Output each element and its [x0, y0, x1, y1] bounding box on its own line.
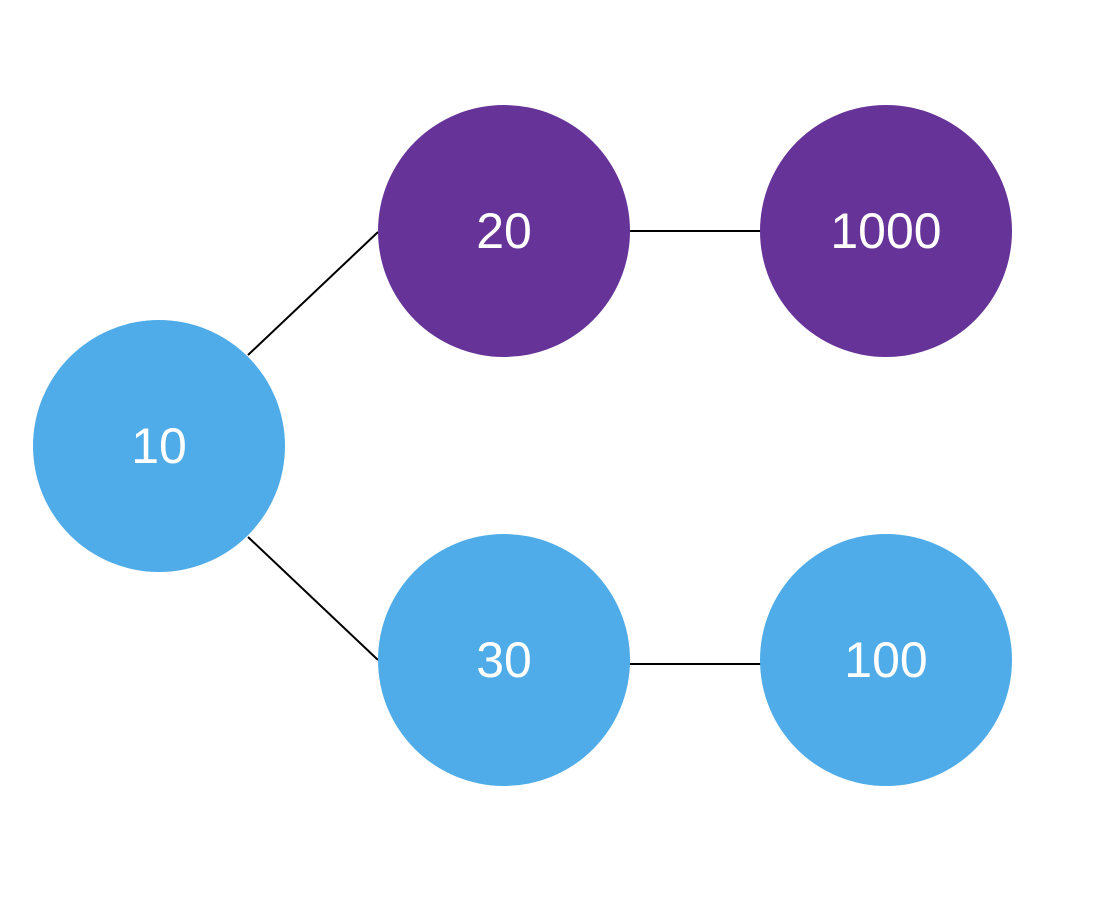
edge-10-30	[247, 536, 379, 661]
node-100-label: 100	[844, 632, 927, 688]
node-10: 10	[33, 320, 285, 572]
node-1000-circle	[760, 105, 1012, 357]
node-1000-label: 1000	[830, 203, 941, 259]
node-30: 30	[378, 534, 630, 786]
node-20-label: 20	[476, 203, 532, 259]
node-100: 100	[760, 534, 1012, 786]
node-100-circle	[760, 534, 1012, 786]
node-30-circle	[378, 534, 630, 786]
node-30-label: 30	[476, 632, 532, 688]
edge-10-20	[247, 231, 379, 356]
node-1000: 1000	[760, 105, 1012, 357]
node-20: 20	[378, 105, 630, 357]
node-20-circle	[378, 105, 630, 357]
node-10-circle	[33, 320, 285, 572]
node-10-label: 10	[131, 418, 187, 474]
